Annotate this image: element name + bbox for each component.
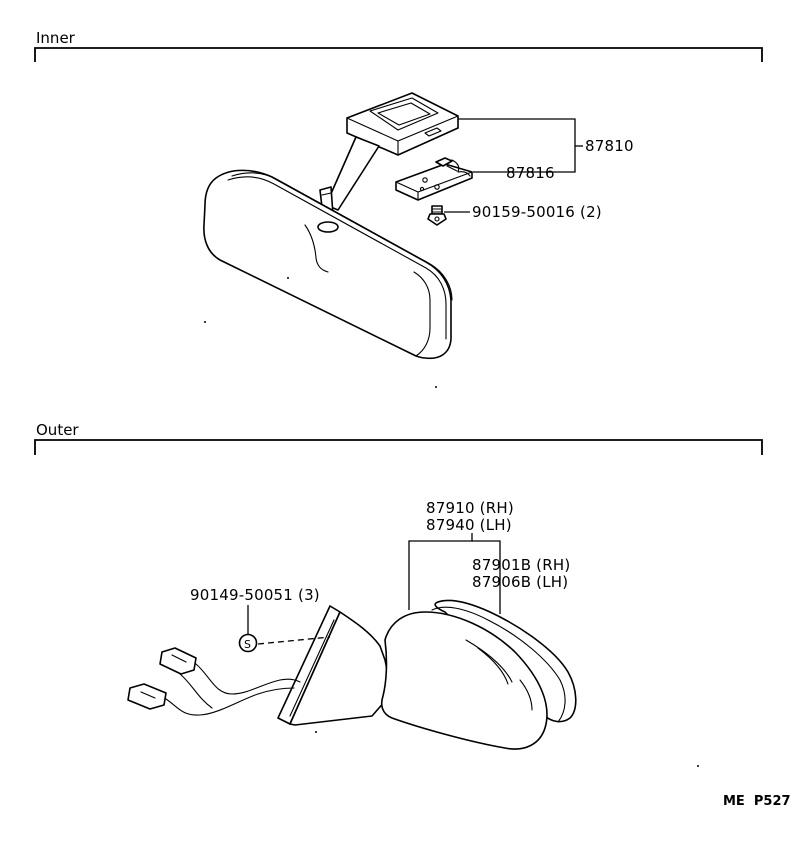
- outer-screw: S: [238, 633, 331, 653]
- callout-90159-50016: 90159-50016 (2): [472, 203, 602, 221]
- callout-90149-50051: 90149-50051 (3): [190, 586, 320, 604]
- page-code: ME P527: [723, 794, 791, 809]
- inner-mirror-illustration: [203, 92, 473, 388]
- callout-87910-rh: 87910 (RH): [426, 499, 514, 517]
- inner-callouts: 87810 87816 90159-50016 (2): [444, 118, 634, 221]
- inner-screw: [427, 205, 447, 226]
- outer-mirror-housing: [380, 611, 548, 750]
- inner-mirror-body: [203, 169, 453, 388]
- callout-87816: 87816: [506, 164, 555, 182]
- inner-section-bracket: [34, 47, 763, 62]
- inner-mirror-arm: [319, 136, 380, 217]
- outer-mirror-base: [277, 605, 389, 726]
- outer-section-bracket: [34, 439, 763, 455]
- callout-87810: 87810: [585, 137, 634, 155]
- callout-87901b-rh: 87901B (RH): [472, 556, 570, 574]
- outer-section: Outer: [34, 421, 763, 455]
- inner-stay-plate: [395, 157, 473, 201]
- inner-section-title: Inner: [36, 29, 76, 47]
- outer-callouts: 87910 (RH) 87940 (LH) 87901B (RH) 87906B…: [190, 499, 570, 634]
- outer-connectors: [127, 647, 699, 767]
- screw-symbol: S: [244, 638, 251, 651]
- outer-mirror-illustration: S: [127, 599, 699, 767]
- callout-87906b-lh: 87906B (LH): [472, 573, 568, 591]
- outer-section-title: Outer: [36, 421, 79, 439]
- inner-section: Inner: [34, 29, 763, 62]
- callout-87940-lh: 87940 (LH): [426, 516, 512, 534]
- inner-mirror-mount: [346, 92, 459, 156]
